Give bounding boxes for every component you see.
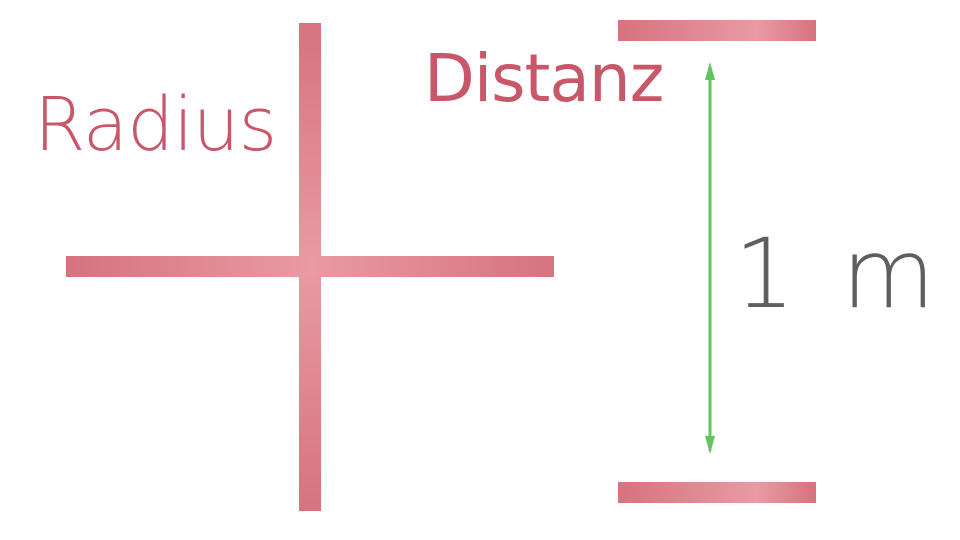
distance-bottom-marker	[618, 482, 816, 503]
distance-arrow-head-bottom	[705, 436, 715, 454]
distanz-label: Distanz	[424, 40, 664, 117]
radius-label: Radius	[34, 82, 277, 168]
distance-arrow	[705, 62, 715, 454]
distance-top-marker	[618, 20, 816, 41]
distance-arrow-head-top	[705, 62, 715, 80]
distance-value-label: 1 m	[734, 218, 944, 330]
cross-horizontal-bar	[66, 256, 554, 277]
